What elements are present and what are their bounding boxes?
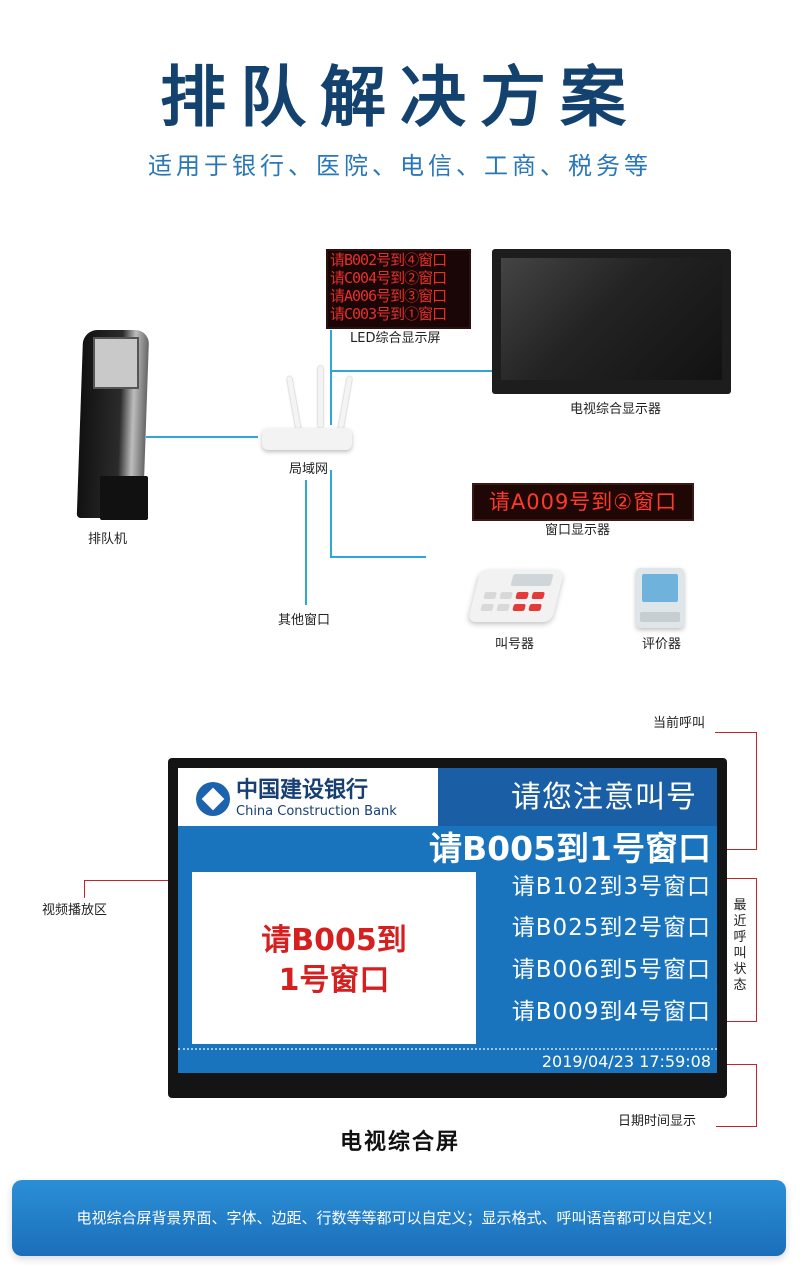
line-router-up	[330, 330, 332, 425]
page-subtitle: 适用于银行、医院、电信、工商、税务等	[148, 152, 652, 180]
callout-line-datetime-h	[716, 1126, 757, 1127]
notice-panel: 请您注意叫号	[438, 768, 717, 826]
bank-name-en: China Construction Bank	[236, 804, 397, 819]
kiosk-label: 排队机	[88, 532, 128, 547]
video-area: 请B005到 1号窗口	[192, 872, 476, 1044]
window-display: 请A009号到②窗口	[472, 483, 694, 521]
line-kiosk-router	[146, 436, 258, 438]
router-label: 局域网	[289, 462, 329, 477]
callout-bracket-recent-bottom	[718, 1021, 756, 1022]
router-icon	[262, 428, 352, 450]
notice-text: 请您注意叫号	[511, 780, 697, 815]
caller-device-icon	[467, 570, 565, 622]
screen-caption: 电视综合屏	[339, 1130, 460, 1155]
led-line-2: 请C004号到②窗口	[330, 269, 447, 287]
recent-call-1: 请B102到3号窗口	[511, 874, 711, 900]
recent-call-2: 请B025到2号窗口	[511, 915, 711, 941]
other-windows-label: 其他窗口	[278, 613, 331, 628]
callout-line-current-h	[718, 849, 757, 850]
datetime-display: 2019/04/23 17:59:08	[541, 1052, 711, 1071]
screen-header: 中国建设银行 China Construction Bank 请您注意叫号	[178, 768, 717, 826]
callout-line-video	[84, 880, 210, 881]
kiosk-screen	[93, 337, 139, 389]
callout-bracket-recent-top	[718, 878, 756, 879]
callout-line-datetime	[718, 1064, 756, 1065]
queue-screen: 中国建设银行 China Construction Bank 请您注意叫号 请B…	[178, 768, 717, 1073]
callout-recent-status: 最近呼叫状态	[732, 898, 748, 994]
tv-display	[492, 249, 731, 394]
evaluator-label: 评价器	[642, 637, 682, 652]
evaluator-device-icon	[636, 568, 684, 628]
separator	[178, 1048, 717, 1050]
bank-name-cn: 中国建设银行	[236, 778, 369, 803]
tv-label: 电视综合显示器	[570, 402, 662, 417]
led-line-3: 请A006号到③窗口	[330, 287, 447, 305]
callout-line-video-v	[84, 880, 85, 898]
recent-call-4: 请B009到4号窗口	[511, 999, 711, 1025]
recent-call-3: 请B006到5号窗口	[511, 957, 711, 983]
kiosk-base	[100, 476, 148, 520]
line-other-windows	[305, 480, 307, 605]
ccb-logo-icon	[196, 782, 230, 816]
line-led-tv	[330, 370, 492, 372]
window-display-label: 窗口显示器	[545, 523, 611, 538]
callout-line-current	[715, 732, 757, 733]
callout-video-area: 视频播放区	[42, 903, 108, 918]
led-line-1: 请B002号到④窗口	[330, 251, 447, 269]
callout-current-call: 当前呼叫	[653, 716, 706, 731]
callout-line-current-v	[756, 732, 757, 850]
callout-bracket-recent-v	[756, 878, 757, 1022]
router-antenna-icon	[318, 366, 323, 428]
video-text-line-1: 请B005到	[261, 923, 407, 958]
video-text-line-2: 1号窗口	[278, 963, 390, 998]
led-line-4: 请C003号到①窗口	[330, 305, 447, 323]
line-router-down	[330, 470, 332, 558]
led-display: 请B002号到④窗口 请C004号到②窗口 请A006号到③窗口 请C003号到…	[326, 249, 471, 329]
led-label: LED综合显示屏	[350, 331, 441, 346]
current-call: 请B005到1号窗口	[429, 829, 711, 868]
callout-line-datetime-v	[756, 1064, 757, 1126]
callout-datetime: 日期时间显示	[618, 1114, 697, 1129]
page-title: 排队解决方案	[160, 59, 640, 136]
caller-label: 叫号器	[495, 637, 535, 652]
footer-note: 电视综合屏背景界面、字体、边距、行数等等都可以自定义；显示格式、呼叫语音都可以自…	[12, 1180, 786, 1256]
line-to-window	[330, 556, 426, 558]
